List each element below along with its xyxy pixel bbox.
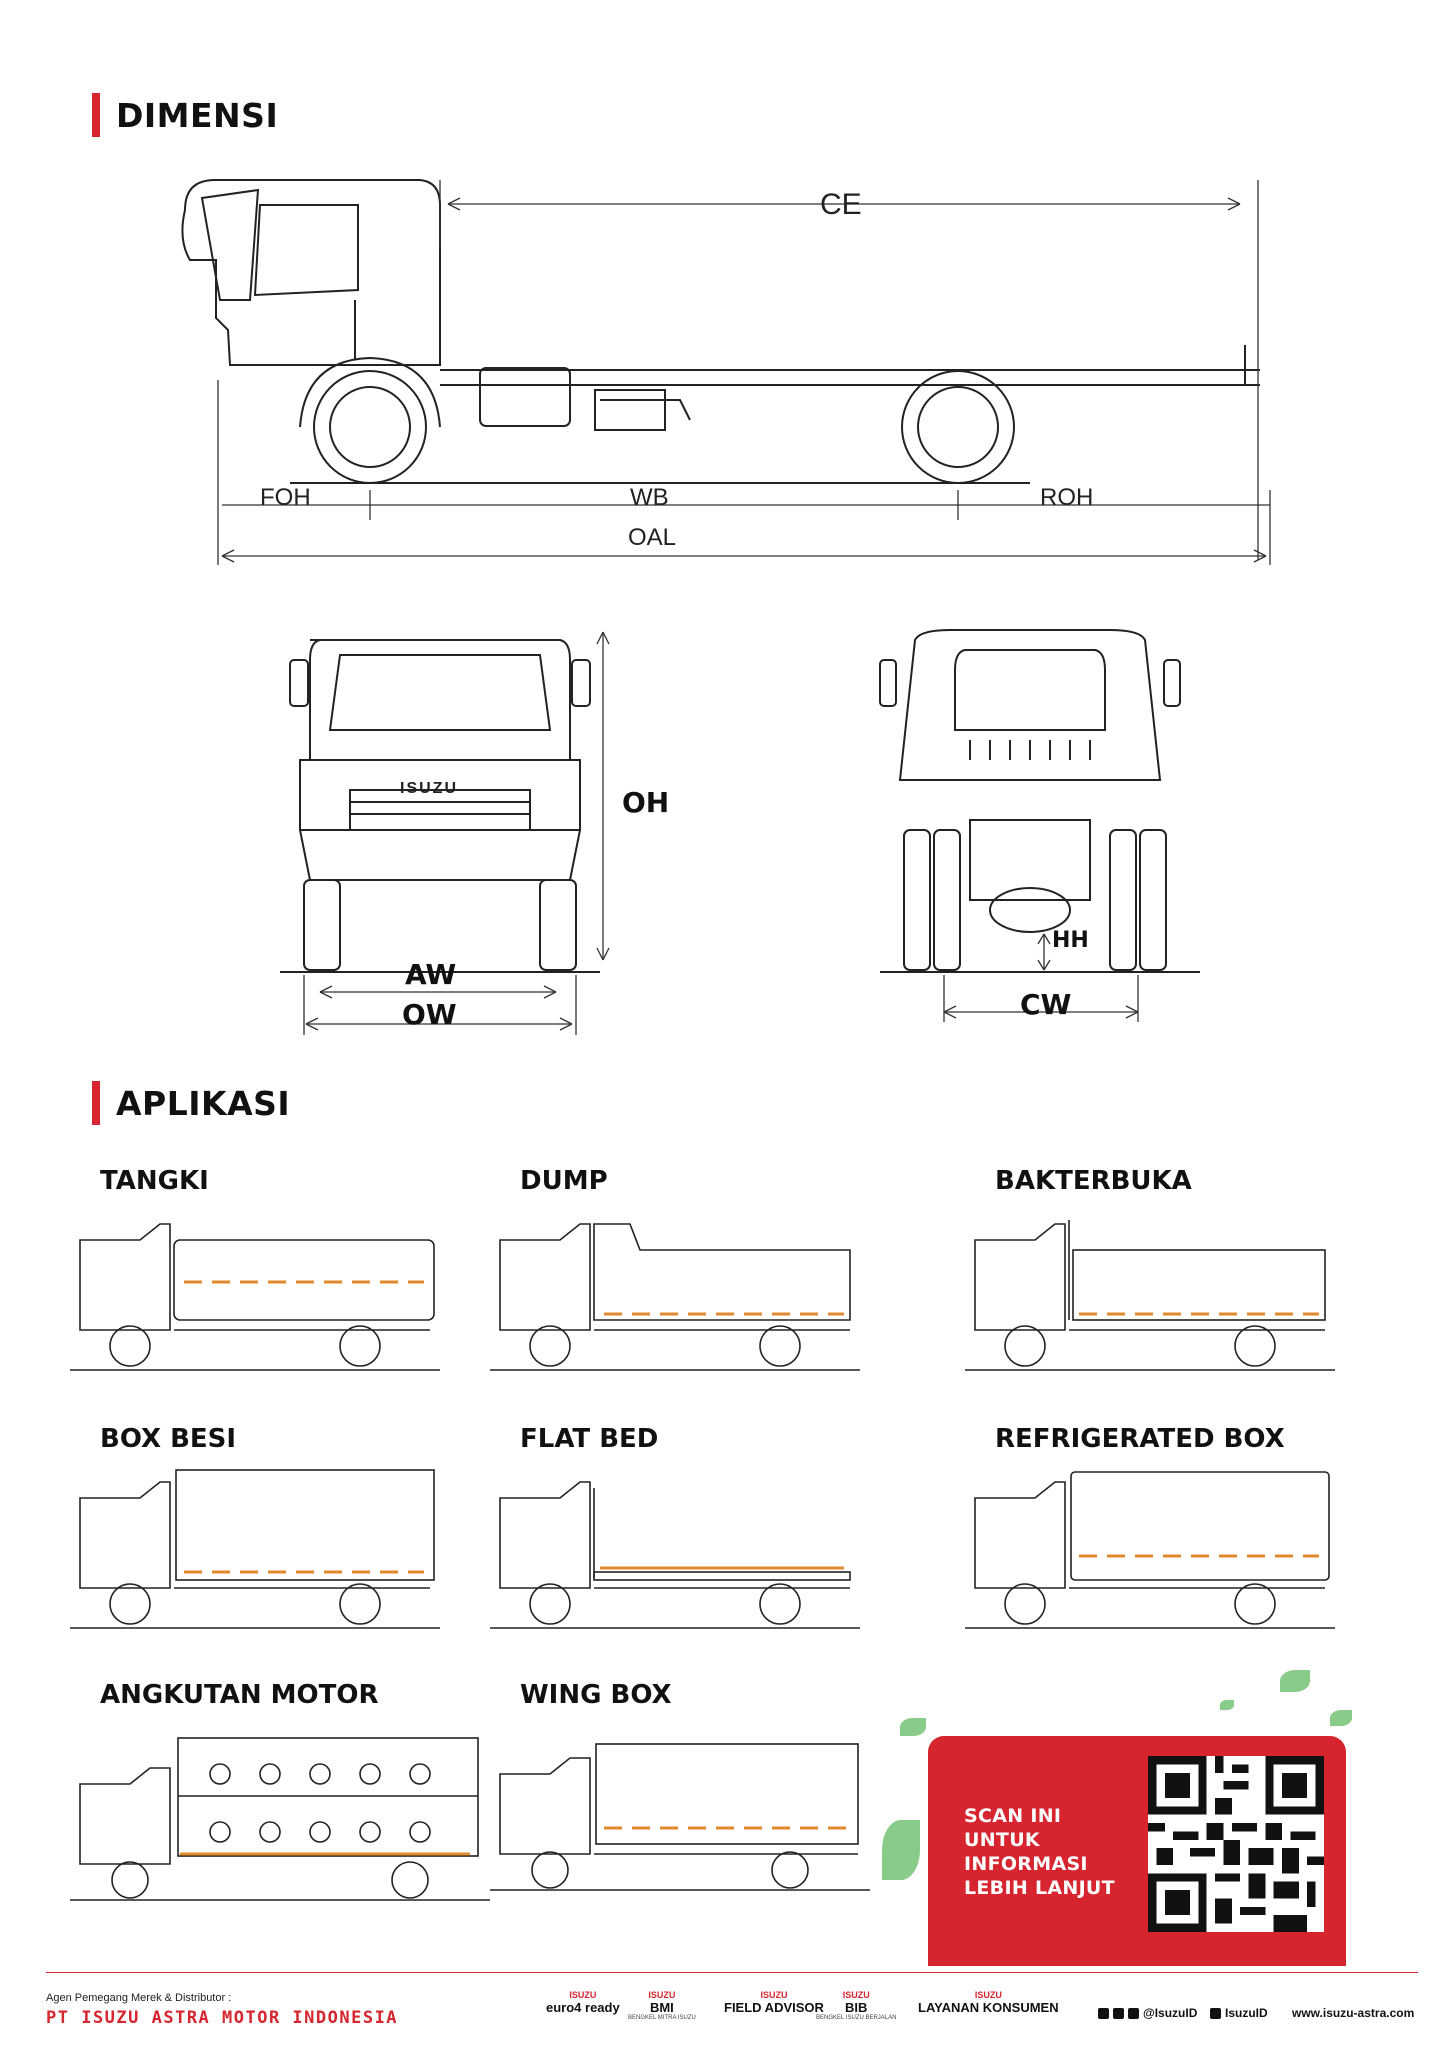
twitter-icon[interactable] [1113, 2007, 1124, 2019]
qr-scan-text: SCAN INI UNTUK INFORMASI LEBIH LANJUT [964, 1805, 1115, 1899]
application-name: REFRIGERATED BOX [995, 1424, 1285, 1454]
application-truck-reefer [965, 1471, 1335, 1629]
leaf-decoration [1280, 1670, 1310, 1692]
application-truck-box [70, 1469, 440, 1629]
dim-label-aw: AW [405, 958, 457, 991]
application-truck-flat [490, 1481, 860, 1629]
section-header-dimensi: DIMENSI [92, 92, 278, 138]
application-name: FLAT BED [520, 1424, 659, 1454]
application-name: BAKTERBUKA [995, 1166, 1192, 1196]
section-title: APLIKASI [116, 1083, 291, 1123]
youtube-icon[interactable] [1210, 2007, 1221, 2019]
section-accent-bar [92, 93, 100, 137]
application-name: ANGKUTAN MOTOR [100, 1680, 379, 1710]
social-links[interactable]: @IsuzuID [1098, 2006, 1197, 2020]
application-name: TANGKI [100, 1166, 209, 1196]
grille-brand-text: ISUZU [400, 780, 458, 797]
application-truck-moto [70, 1737, 490, 1901]
footer-divider [46, 1972, 1418, 1973]
qr-code[interactable] [1148, 1756, 1324, 1932]
dim-label-foh: FOH [260, 484, 311, 511]
application-truck-wing [490, 1743, 870, 1891]
application-truck-dump [490, 1223, 860, 1371]
youtube-link[interactable]: IsuzuID [1210, 2006, 1268, 2020]
application-name: DUMP [520, 1166, 608, 1196]
rear-view-diagram [879, 629, 1200, 1022]
application-truck-tank [70, 1223, 440, 1371]
website-url[interactable]: www.isuzu-astra.com [1292, 2006, 1415, 2020]
application-name: BOX BESI [100, 1424, 237, 1454]
dim-label-oh: OH [622, 786, 670, 819]
instagram-icon[interactable] [1128, 2007, 1139, 2019]
dim-label-cw: CW [1020, 988, 1072, 1021]
dim-label-wb: WB [630, 484, 669, 511]
youtube-handle: IsuzuID [1225, 2006, 1268, 2020]
dim-label-ow: OW [402, 998, 457, 1031]
section-header-aplikasi: APLIKASI [92, 1080, 290, 1126]
footer-agent-label: Agen Pemegang Merek & Distributor : [46, 1992, 232, 2004]
section-title: DIMENSI [116, 95, 279, 135]
website-link[interactable]: www.isuzu-astra.com [1292, 2006, 1414, 2020]
social-handle: @IsuzuID [1143, 2006, 1198, 2020]
dim-label-roh: ROH [1040, 484, 1094, 511]
leaf-decoration [1330, 1710, 1352, 1726]
qr-panel: SCAN INI UNTUK INFORMASI LEBIH LANJUT [928, 1736, 1346, 1966]
leaf-decoration [1220, 1700, 1234, 1710]
application-truck-open [965, 1220, 1335, 1371]
front-view-diagram [280, 631, 610, 1035]
section-accent-bar [92, 1081, 100, 1125]
leaf-decoration [900, 1718, 926, 1736]
leaf-decoration [882, 1820, 920, 1880]
footer-company-name: PT ISUZU ASTRA MOTOR INDONESIA [46, 2008, 399, 2028]
side-view-diagram [181, 179, 1271, 565]
dim-label-ce: CE [820, 188, 862, 221]
facebook-icon[interactable] [1098, 2007, 1109, 2019]
application-name: WING BOX [520, 1680, 672, 1710]
dim-label-oal: OAL [628, 524, 677, 551]
dim-label-hh: HH [1052, 928, 1089, 953]
